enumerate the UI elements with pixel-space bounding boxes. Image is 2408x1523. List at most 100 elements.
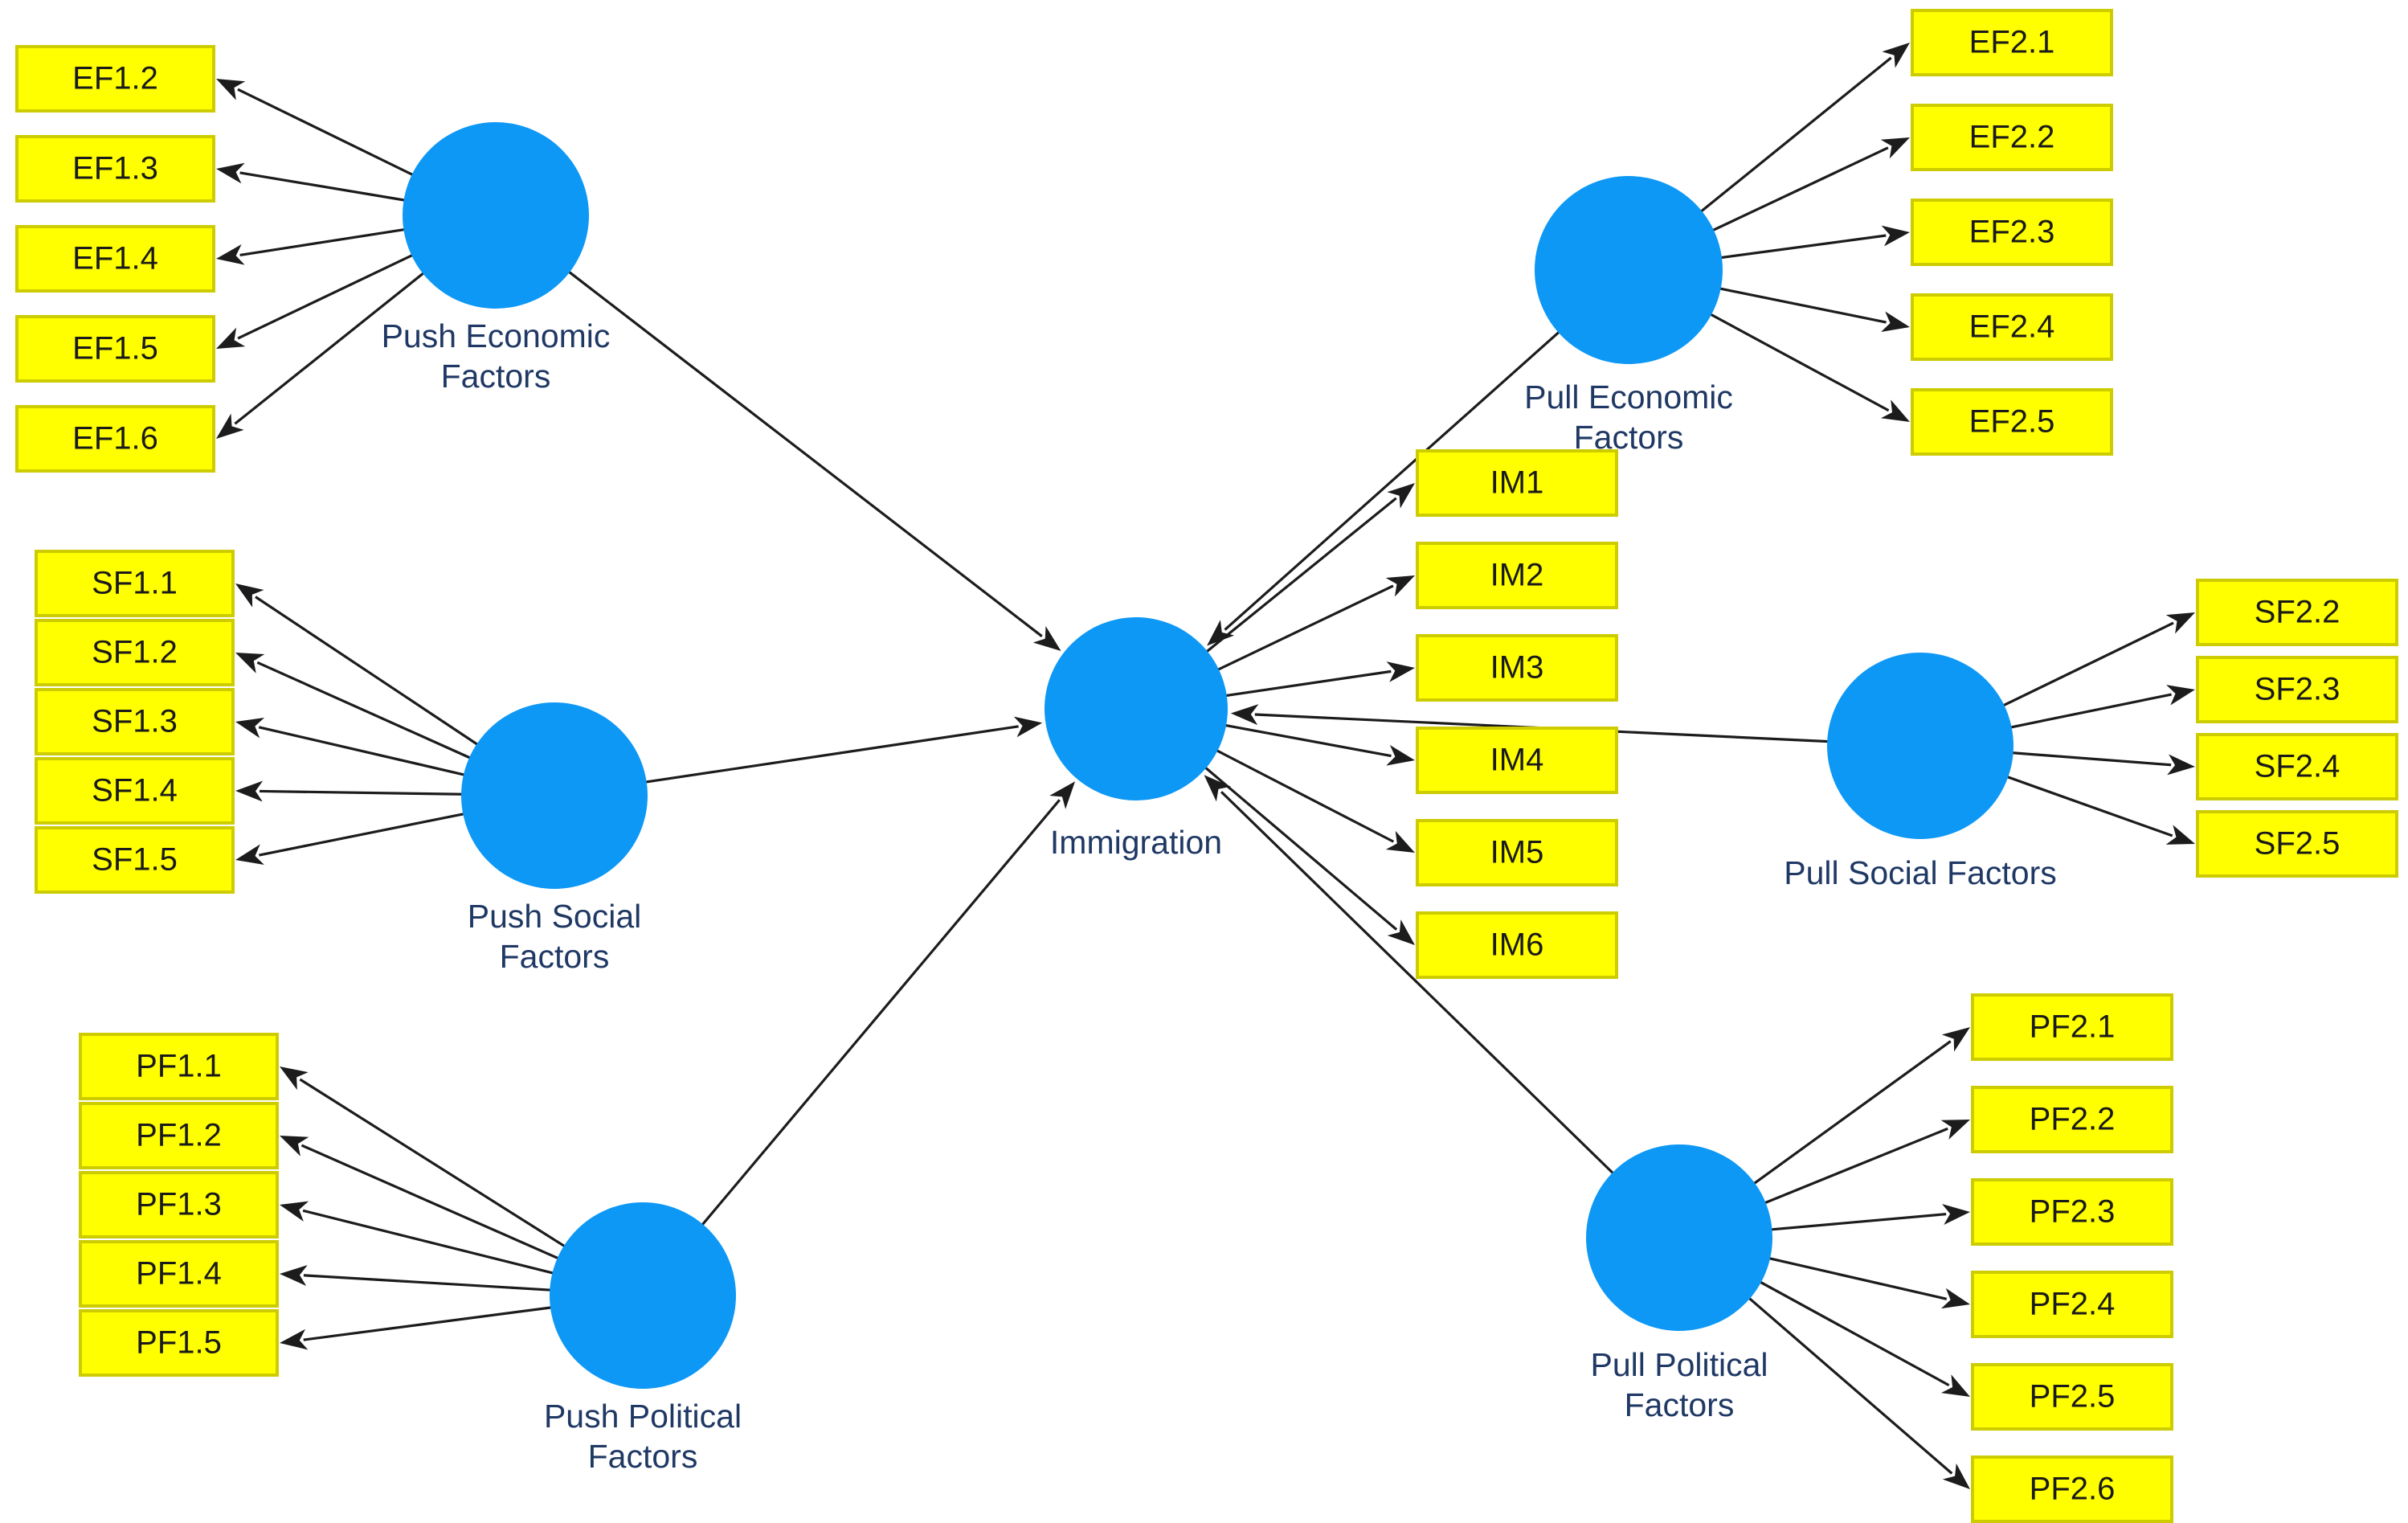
indicator-box-pf2-3[interactable]	[1971, 1178, 2173, 1246]
indicator-label-sf2-2: SF2.2	[2255, 595, 2341, 630]
loading-sf1-1-head	[235, 653, 265, 673]
indicator-box-sf1-1[interactable]	[35, 550, 235, 617]
indicator-label-pf1-1: PF1.1	[136, 1049, 222, 1084]
loading-sf2-1-head	[2166, 685, 2195, 706]
loading-sf1-3-head	[235, 780, 264, 802]
loading-ef1-3-head	[216, 327, 246, 349]
path-pull_political-to-immigration-head	[1204, 775, 1231, 802]
loading-pf2-1-line	[1764, 1127, 1948, 1205]
loading-sf2-1-line	[2009, 693, 2172, 729]
loading-im-0-head	[1387, 483, 1415, 509]
indicator-box-pf1-1[interactable]	[79, 1033, 279, 1100]
indicator-box-pf1-5[interactable]	[79, 1309, 279, 1377]
loading-im-5-head	[1387, 919, 1415, 945]
latent-circle-immigration[interactable]	[1045, 617, 1228, 800]
latent-circle-pull_economic[interactable]	[1535, 176, 1723, 364]
path-pull_economic-to-immigration-line	[1224, 330, 1561, 631]
indicator-box-im2[interactable]	[1416, 542, 1618, 609]
loading-sf1-4-line	[259, 812, 465, 857]
indicator-box-pf1-2[interactable]	[79, 1102, 279, 1169]
latent-circle-push_political[interactable]	[550, 1202, 736, 1389]
indicator-box-im4[interactable]	[1416, 727, 1618, 794]
loading-pf1-1-head	[280, 1136, 309, 1157]
indicator-box-pf2-1[interactable]	[1971, 993, 2173, 1061]
loading-pf2-3-head	[1940, 1288, 1970, 1309]
indicator-box-pf1-3[interactable]	[79, 1171, 279, 1238]
path-pull_economic-to-immigration-head	[1207, 620, 1235, 646]
indicator-box-ef2-4[interactable]	[1911, 293, 2113, 361]
loading-pf1-1-line	[300, 1144, 560, 1260]
indicator-label-pf2-6: PF2.6	[2030, 1472, 2116, 1507]
loading-ef1-0-line	[237, 88, 415, 177]
loading-im-1-line	[1216, 584, 1394, 672]
path-push_political-to-immigration-line	[701, 799, 1061, 1226]
loading-sf2-0-line	[2001, 621, 2174, 707]
indicator-box-pf2-6[interactable]	[1971, 1455, 2173, 1523]
loading-pf1-4-head	[280, 1329, 309, 1350]
latent-circle-push_economic[interactable]	[403, 122, 589, 309]
loading-pf2-4-line	[1759, 1280, 1950, 1387]
loading-ef2-2-head	[1881, 225, 1910, 247]
latent-circle-push_social[interactable]	[461, 702, 648, 889]
loading-im-4-head	[1385, 830, 1415, 853]
indicator-box-sf2-4[interactable]	[2196, 733, 2398, 800]
loading-pf2-1-head	[1940, 1120, 1970, 1140]
indicator-box-sf1-5[interactable]	[35, 826, 235, 894]
latent-circle-pull_political[interactable]	[1586, 1144, 1772, 1331]
indicator-box-sf1-3[interactable]	[35, 688, 235, 755]
indicator-label-im2: IM2	[1490, 558, 1544, 593]
indicator-box-pf1-4[interactable]	[79, 1240, 279, 1308]
indicator-label-sf1-3: SF1.3	[92, 704, 178, 739]
indicator-label-sf2-4: SF2.4	[2255, 749, 2341, 784]
indicator-box-sf1-4[interactable]	[35, 757, 235, 825]
indicator-box-ef2-3[interactable]	[1911, 199, 2113, 266]
indicator-box-im3[interactable]	[1416, 634, 1618, 702]
indicator-box-ef2-2[interactable]	[1911, 104, 2113, 171]
loading-ef1-2-line	[239, 227, 406, 256]
indicator-label-pf1-3: PF1.3	[136, 1187, 222, 1222]
indicator-box-sf2-3[interactable]	[2196, 656, 2398, 723]
indicator-label-ef2-4: EF2.4	[1969, 309, 2055, 345]
indicator-box-im5[interactable]	[1416, 819, 1618, 886]
loading-im-5-line	[1204, 766, 1398, 931]
indicator-box-ef1-5[interactable]	[15, 315, 215, 383]
latent-circle-pull_social[interactable]	[1827, 653, 2013, 839]
loading-im-2-head	[1386, 661, 1415, 682]
indicator-label-sf1-2: SF1.2	[92, 635, 178, 670]
indicator-box-layer: EF1.2EF1.3EF1.4EF1.5EF1.6SF1.1SF1.2SF1.3…	[15, 9, 2398, 1523]
loading-sf1-1-line	[256, 661, 472, 759]
indicator-box-sf2-2[interactable]	[2196, 579, 2398, 646]
loading-pf2-4-head	[1940, 1374, 1970, 1397]
path-pull_political-to-immigration-line	[1220, 791, 1615, 1175]
indicator-box-ef2-1[interactable]	[1911, 9, 2113, 76]
indicator-box-pf2-2[interactable]	[1971, 1086, 2173, 1153]
indicator-box-ef2-5[interactable]	[1911, 388, 2113, 456]
indicator-box-pf2-4[interactable]	[1971, 1271, 2173, 1338]
path-push_social-to-immigration-head	[1013, 716, 1043, 738]
indicator-box-pf2-5[interactable]	[1971, 1363, 2173, 1431]
indicator-box-im1[interactable]	[1416, 449, 1618, 517]
indicator-box-ef1-2[interactable]	[15, 45, 215, 113]
loading-im-4-line	[1215, 748, 1395, 843]
indicator-label-pf1-4: PF1.4	[136, 1256, 222, 1292]
indicator-box-ef1-6[interactable]	[15, 405, 215, 473]
indicator-box-ef1-4[interactable]	[15, 225, 215, 293]
loading-pf2-0-line	[1752, 1040, 1952, 1185]
loading-pf1-0-line	[299, 1078, 566, 1248]
indicator-box-sf2-5[interactable]	[2196, 810, 2398, 878]
indicator-label-sf1-4: SF1.4	[92, 773, 178, 809]
latent-label-push_economic-line2: Factors	[441, 358, 551, 395]
indicator-box-sf1-2[interactable]	[35, 619, 235, 686]
latent-label-pull_political: Pull Political	[1590, 1346, 1768, 1383]
loading-ef2-3-head	[1881, 311, 1910, 332]
loading-pf1-2-head	[280, 1201, 309, 1222]
indicator-label-pf2-2: PF2.2	[2030, 1102, 2116, 1137]
loading-sf2-0-head	[2165, 612, 2195, 634]
loading-pf1-4-line	[303, 1306, 553, 1341]
path-push_economic-to-immigration-head	[1032, 625, 1061, 651]
indicator-box-ef1-3[interactable]	[15, 135, 215, 203]
indicator-label-pf2-1: PF2.1	[2030, 1009, 2116, 1045]
indicator-label-im4: IM4	[1490, 743, 1544, 778]
indicator-box-im6[interactable]	[1416, 911, 1618, 979]
